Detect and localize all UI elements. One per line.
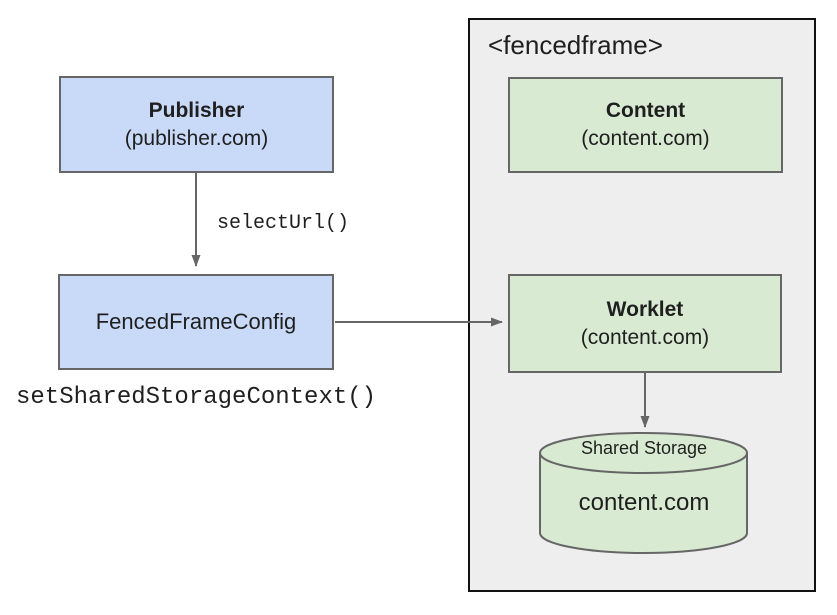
worklet-box: Worklet (content.com) [508, 274, 782, 373]
worklet-title: Worklet [606, 297, 684, 321]
publisher-title: Publisher [148, 98, 245, 122]
content-subtitle: (content.com) [581, 127, 710, 150]
fencedframe-label: <fencedframe> [488, 30, 663, 60]
publisher-box: Publisher (publisher.com) [59, 76, 334, 173]
shared-storage-label: Shared Storage [580, 438, 708, 458]
shared-storage-origin: content.com [578, 489, 710, 516]
set-shared-storage-context-label: setSharedStorageContext() [16, 384, 377, 411]
content-box: Content (content.com) [508, 77, 783, 173]
fenced-frame-config-title: FencedFrameConfig [95, 309, 297, 335]
select-url-label: selectUrl() [217, 212, 350, 235]
worklet-subtitle: (content.com) [580, 325, 710, 349]
publisher-subtitle: (publisher.com) [124, 126, 269, 150]
content-title: Content [605, 99, 686, 123]
fenced-frame-config-box: FencedFrameConfig [58, 274, 334, 370]
